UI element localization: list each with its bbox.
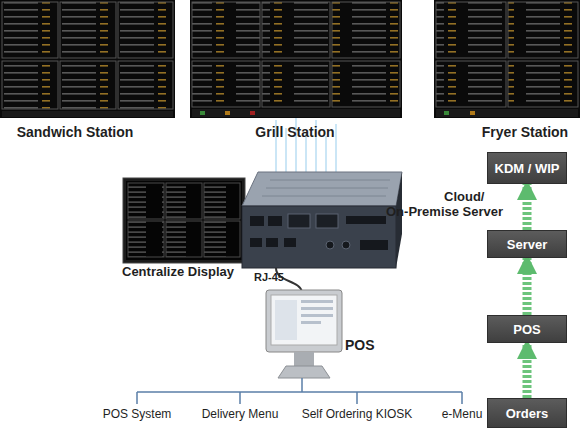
box-text: Orders	[506, 406, 549, 421]
station-label: Sandwich Station	[0, 124, 150, 140]
flow-step-box: KDM / WIP	[487, 152, 567, 184]
box-text: POS	[513, 322, 540, 337]
station-label: Fryer Station	[470, 124, 580, 140]
flow-arrow	[523, 343, 532, 398]
flow-step-box: POS	[487, 315, 567, 343]
channel-label: POS System	[77, 408, 197, 422]
tree-lines	[137, 378, 462, 404]
central-display	[123, 178, 245, 263]
box-text: Server	[507, 237, 547, 252]
server-label: Cloud/ On-Premise Server	[386, 190, 508, 220]
flow-arrow	[523, 184, 532, 230]
device-label: POS	[345, 337, 385, 353]
channel-label: Delivery Menu	[180, 408, 300, 422]
sandwich-screen	[0, 0, 175, 118]
flow-arrow	[523, 258, 532, 315]
station-label: Grill Station	[235, 124, 355, 140]
flow-step-box: Server	[487, 230, 567, 258]
box-text: KDM / WIP	[495, 161, 560, 176]
server-device	[242, 172, 402, 268]
grill-screen	[190, 0, 402, 118]
channel-label: Self Ordering KIOSK	[287, 408, 427, 422]
display-label: Centralize Display	[122, 265, 262, 280]
flow-step-box: Orders	[487, 398, 567, 428]
port-label: RJ-45	[254, 271, 304, 284]
fryer-screen	[434, 0, 580, 118]
pos-terminal	[266, 290, 342, 378]
